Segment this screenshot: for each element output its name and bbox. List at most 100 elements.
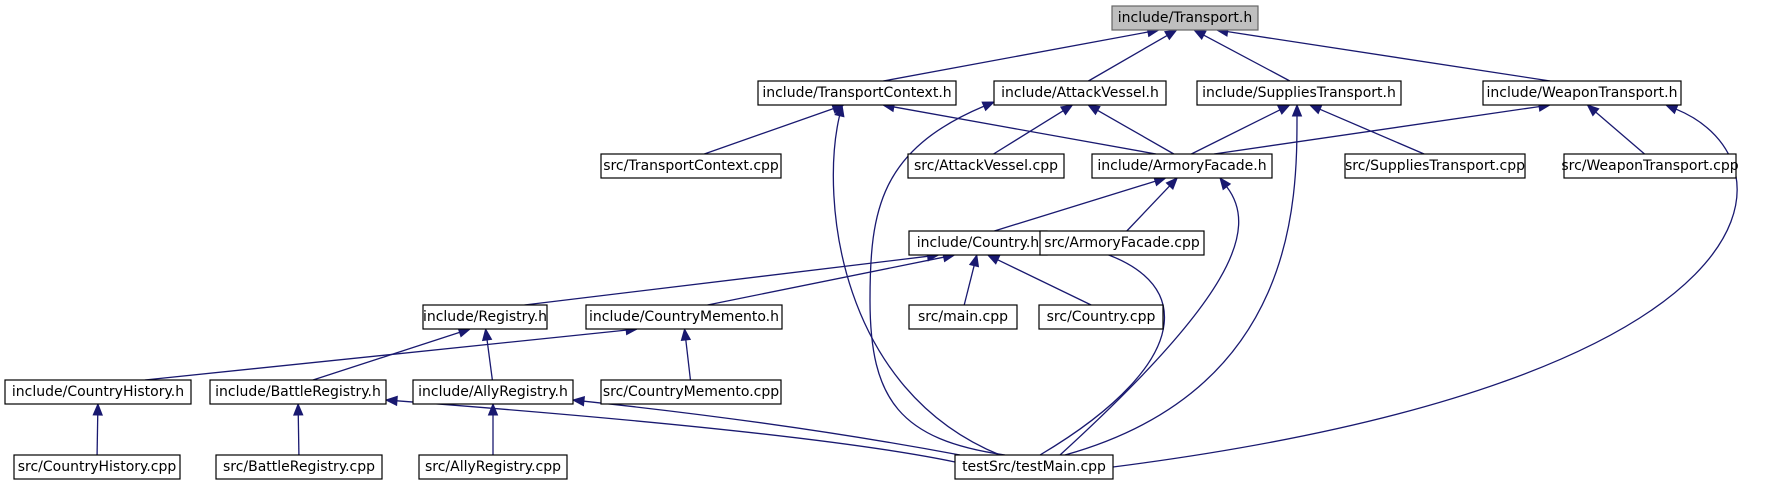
node-box <box>4 379 192 405</box>
node-attackvessel-cpp[interactable]: src/AttackVessel.cpp <box>907 153 1065 179</box>
edge-arrowhead <box>1664 104 1679 115</box>
edge-armoryfacade_h-to-armoryfacade_cpp <box>1126 177 1179 232</box>
node-armoryfacade-cpp[interactable]: src/ArmoryFacade.cpp <box>1039 230 1205 256</box>
node-main-cpp[interactable]: src/main.cpp <box>908 304 1018 330</box>
node-label: include/BattleRegistry.h <box>215 384 381 400</box>
edge-line <box>312 331 460 381</box>
node-label: src/main.cpp <box>918 309 1008 325</box>
node-label: src/CountryHistory.cpp <box>18 459 177 475</box>
node-country-cpp[interactable]: src/Country.cpp <box>1038 304 1164 330</box>
edge-line <box>1039 244 1166 456</box>
node-box <box>1111 5 1259 31</box>
edge-line <box>1097 109 1175 155</box>
node-allyregistry-cpp[interactable]: src/AllyRegistry.cpp <box>418 454 568 480</box>
node-box <box>757 80 957 106</box>
edge-arrowhead <box>981 101 996 112</box>
edge-line <box>893 106 1157 155</box>
node-label: src/TransportContext.cpp <box>603 158 779 174</box>
node-box <box>954 454 1114 480</box>
edge-line <box>96 414 99 456</box>
edge-weapontransport_h-to-armoryfacade_h <box>1213 101 1552 155</box>
node-allyregistry-h[interactable]: include/AllyRegistry.h <box>412 379 574 405</box>
node-box <box>418 454 568 480</box>
edge-line <box>1191 109 1281 155</box>
node-countrymemento-h[interactable]: include/CountryMemento.h <box>585 304 783 330</box>
edge-arrowhead <box>487 402 499 416</box>
edge-registry_h-to-allyregistry_h <box>481 327 494 381</box>
edge-line <box>1319 108 1425 155</box>
node-suppliestransport-cpp[interactable]: src/SuppliesTransport.cpp <box>1344 153 1526 179</box>
node-transportcontext-h[interactable]: include/TransportContext.h <box>757 80 957 106</box>
node-weapontransport-h[interactable]: include/WeaponTransport.h <box>1482 80 1682 106</box>
edge-arrowhead <box>1308 104 1323 115</box>
edge-line <box>144 329 627 381</box>
edge-arrowhead <box>834 103 845 118</box>
node-box <box>412 379 574 405</box>
node-suppliestransport-h[interactable]: include/SuppliesTransport.h <box>1196 80 1402 106</box>
node-country-h[interactable]: include/Country.h <box>908 230 1048 256</box>
node-countryhistory-h[interactable]: include/CountryHistory.h <box>4 379 192 405</box>
edge-arrowhead <box>1087 104 1101 116</box>
edge-attackvessel_h-to-armoryfacade_h <box>1087 104 1175 155</box>
edge-line <box>832 115 1001 456</box>
node-box <box>907 153 1065 179</box>
edge-line <box>869 105 1006 456</box>
edge-countrymemento_h-to-countrymemento_cpp <box>680 327 692 381</box>
edge-arrowhead <box>571 396 585 407</box>
node-label: include/CountryMemento.h <box>589 309 779 325</box>
node-label: include/Transport.h <box>1118 10 1252 26</box>
node-countryhistory-cpp[interactable]: src/CountryHistory.cpp <box>13 454 181 480</box>
node-box <box>1038 304 1164 330</box>
edge-arrowhead <box>680 327 692 342</box>
node-label: include/AllyRegistry.h <box>418 384 568 400</box>
edge-line <box>396 400 956 463</box>
node-label: include/TransportContext.h <box>762 85 951 101</box>
edge-suppliestransport_h-to-armoryfacade_h <box>1191 104 1291 155</box>
node-label: testSrc/testMain.cpp <box>962 459 1106 475</box>
node-transportcontext-cpp[interactable]: src/TransportContext.cpp <box>600 153 782 179</box>
node-label: include/Registry.h <box>423 309 547 325</box>
node-registry-h[interactable]: include/Registry.h <box>422 304 548 330</box>
node-label: include/AttackVessel.h <box>1001 85 1159 101</box>
edge-transportcontext_h-to-testmain_cpp <box>832 103 1001 456</box>
node-label: src/CountryMemento.cpp <box>603 384 779 400</box>
node-box <box>600 153 782 179</box>
node-label: include/WeaponTransport.h <box>1487 85 1678 101</box>
node-box <box>215 454 383 480</box>
edge-armoryfacade_h-to-testmain_cpp <box>1059 176 1240 456</box>
edge-battleregistry_h-to-testmain_cpp <box>384 395 956 463</box>
node-weapontransport-cpp[interactable]: src/WeaponTransport.cpp <box>1561 153 1739 179</box>
node-armoryfacade-h[interactable]: include/ArmoryFacade.h <box>1091 153 1273 179</box>
edge-suppliestransport_h-to-suppliestransport_cpp <box>1308 104 1425 155</box>
edge-allyregistry_h-to-testmain_cpp <box>571 396 961 456</box>
edge-line <box>704 108 834 155</box>
nodes-layer: include/Transport.h include/TransportCont… <box>4 5 1739 480</box>
edge-arrowhead <box>968 253 980 268</box>
edge-country_h-to-country_cpp <box>986 254 1092 306</box>
edge-line <box>997 259 1092 306</box>
edge-arrowhead <box>1219 176 1232 191</box>
node-attackvessel-h[interactable]: include/AttackVessel.h <box>993 80 1167 106</box>
node-battleregistry-cpp[interactable]: src/BattleRegistry.cpp <box>215 454 383 480</box>
node-transport-h[interactable]: include/Transport.h <box>1111 5 1259 31</box>
node-battleregistry-h[interactable]: include/BattleRegistry.h <box>209 379 387 405</box>
node-box <box>1563 153 1737 179</box>
edge-line <box>963 265 975 306</box>
edge-line <box>1203 34 1291 82</box>
edge-country_h-to-main_cpp <box>963 253 980 306</box>
node-box <box>1039 230 1205 256</box>
node-countrymemento-cpp[interactable]: src/CountryMemento.cpp <box>600 379 782 405</box>
node-testmain-cpp[interactable]: testSrc/testMain.cpp <box>954 454 1114 480</box>
edge-suppliestransport_h-to-testmain_cpp <box>1064 103 1303 456</box>
edge-line <box>1088 34 1168 82</box>
edge-line <box>883 31 1149 82</box>
edge-arrowhead <box>293 402 304 416</box>
edge-attackvessel_h-to-testmain_cpp <box>869 101 1006 456</box>
edge-transportcontext_h-to-transportcontext_cpp <box>704 103 845 155</box>
edge-arrowhead <box>1165 177 1179 190</box>
node-label: src/Country.cpp <box>1047 309 1156 325</box>
edge-line <box>1227 31 1551 82</box>
edge-arrowhead <box>92 402 103 416</box>
edge-arrowhead <box>1277 104 1291 115</box>
